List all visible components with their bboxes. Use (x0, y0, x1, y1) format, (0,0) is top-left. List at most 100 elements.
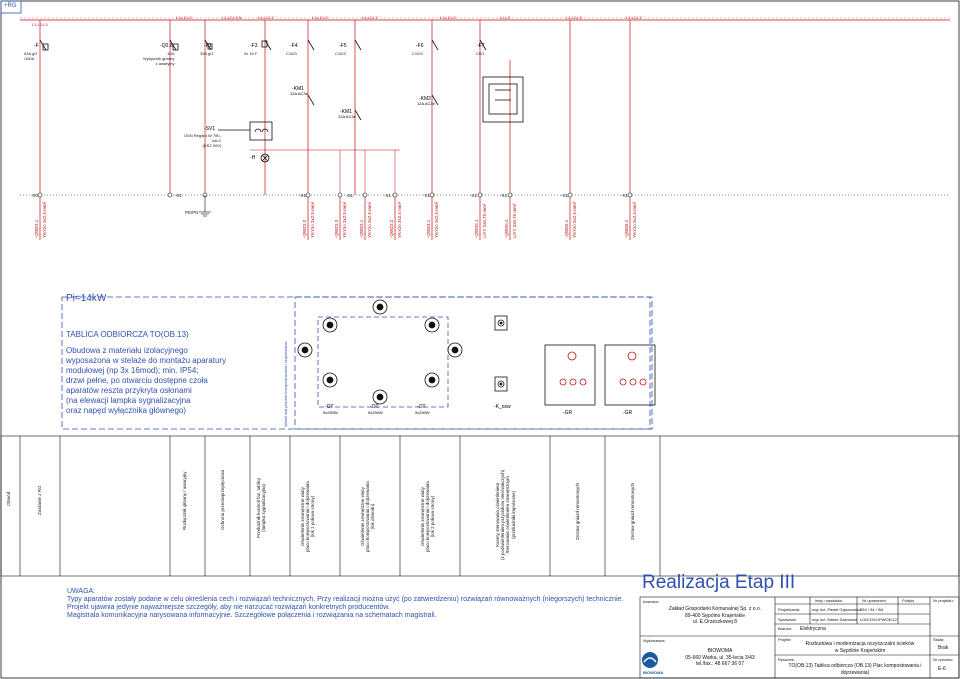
device-tag: -GR (563, 410, 573, 416)
component-spec: C10/3 (335, 51, 346, 56)
wire-label: L1,L2,L3 (362, 15, 378, 20)
cable-tag: -QWZ6.1 (564, 219, 569, 238)
circuit-desc: Zestaw gniazd remontowych (575, 482, 580, 540)
cable-spec: YKYżo 3x2,5 mm² (342, 201, 347, 238)
contactor-tag: -KM1 (292, 86, 304, 92)
contactor-tag: -KM2 (419, 96, 431, 102)
cable-spec: YKYżo 3x2,5 mm² (397, 201, 402, 238)
device-spec: 9x250W (415, 410, 430, 415)
component-tag: -F1 (204, 43, 212, 49)
component-spec: 3x 16 F (244, 51, 258, 56)
checker-license: LOD/1911/PWOE/12 (860, 617, 897, 622)
wire-label: L1,L2,L3 (312, 15, 328, 20)
component-spec: 63A gG /160A (24, 51, 38, 61)
contactor-spec: 12A AC3e (338, 114, 356, 119)
component-spec: 35A gG (200, 51, 214, 56)
wire-label: L1,L2,L3,N (222, 15, 242, 20)
cable-tag: -QWZ3.1 (359, 219, 364, 238)
project-label: Projekt: (778, 637, 792, 642)
scale-label: Skala: (933, 637, 945, 642)
branch-label: Branża: (778, 626, 792, 631)
terminal-pe: PE/PN (185, 210, 199, 215)
component-tag: -F5 (339, 43, 347, 49)
note-line: Typy aparatów zostały podane w celu okre… (67, 596, 624, 603)
circuit-desc: Ochrona przeciwprzepięciowa (220, 469, 225, 530)
col-header-license: Nr uprawnień (862, 598, 886, 603)
terminal-tag: -X0 (31, 193, 39, 198)
stage-title: Realizacja Etap III (642, 572, 796, 593)
device-spec: 9x250W (323, 410, 338, 415)
sheet-no-label: Nr rysunku: (933, 657, 954, 662)
contactor-spec: 12A AC3e (290, 91, 308, 96)
sheet-marker-box (0, 0, 22, 14)
logo-text: BIOWOMA (643, 670, 664, 675)
investor-label: Inwestor: (643, 599, 660, 604)
role-designer: Projektował: (778, 607, 800, 612)
scale: Brak (938, 645, 949, 651)
cable-tag: -QWZ6.2 (624, 219, 629, 238)
contractor-logo (642, 652, 658, 668)
col-header-project-no: Nr projektu: (933, 598, 954, 603)
wire-label: L1,L2,L3 (626, 15, 642, 20)
device-tag: -GR (623, 410, 633, 416)
circuit-desc: Oświetlenie zewnętrzne wiaty placu kompo… (420, 481, 436, 552)
component-tag: -F4 (290, 43, 298, 49)
sheet-no: E-6 (938, 666, 946, 672)
sv-tag: -SV1 (204, 126, 216, 132)
title-block-grid (639, 596, 960, 679)
circuit-desc: Oświetlenie zewnętrzne wiaty placu kompo… (360, 481, 376, 552)
component-spec: C10/3 (286, 51, 297, 56)
wire-label: L1,L2,L3 (258, 15, 274, 20)
checker-name: mgr inż. Marek Szamocki (812, 617, 857, 622)
investor: Zakład Gospodarki Komunalnej Sp. z o.o. … (668, 606, 762, 625)
contractor: BIOWOMA 05-660 Warka, ul. 35-lecia 3/43 … (685, 648, 755, 667)
circuit-desc: Rozłącznik główny / awaryjny (182, 471, 187, 530)
role-checker: Sprawdził: (778, 617, 797, 622)
contractor-label: Wykonawca: (643, 638, 666, 643)
phase-lines (250, 149, 400, 195)
note-line: Projekt ujawnia jedynie najważniejsze sz… (67, 604, 390, 611)
branch: Elektryczna (800, 626, 826, 632)
circuit-desc: Obwód (6, 491, 11, 506)
terminal-tag: -X1 (500, 193, 508, 198)
circuit-desc: Kasety sterowania oświetleniem (z podświ… (495, 469, 516, 560)
contactor-spec: 12A AC3e (417, 101, 435, 106)
component-tag: -Q0.8 (160, 43, 173, 49)
circuit-desc: Zestaw gniazd remontowych (630, 482, 635, 540)
protection-devices (39, 39, 524, 163)
component-tag: -F3 (250, 43, 258, 49)
lamp-symbols (297, 299, 656, 408)
board-title: TABLICA ODBIORCZA TO(OB.13) (66, 330, 189, 339)
device-tag: -OT (370, 404, 379, 410)
project: Rozbudowa i modernizacja oczyszczalni śc… (805, 641, 915, 654)
terminal-tag: -X1 (621, 193, 629, 198)
component-spec: C10/3 (412, 51, 423, 56)
terminal-tag: -X1 (470, 193, 478, 198)
note-header: UWAGA: (67, 588, 96, 595)
cable-spec: YKYżo 3x2,5 mm² (367, 201, 372, 238)
cable-spec: LiYY 2x0,75 mm² (482, 203, 487, 238)
cable-spec: YKYżo 3x2,5 mm² (434, 201, 439, 238)
ground-symbol (199, 195, 211, 217)
cable-tag: -QWS5.2 (504, 219, 509, 238)
sv-spec: OSN Regard W 780- kat.2 (DSZ 900) (184, 133, 221, 148)
drawing-label: Rysunek: (778, 657, 795, 662)
device-tag: -K_osw (494, 404, 511, 410)
cable-spec: YKYżo 3x2,5 mm² (310, 201, 315, 238)
lamp-tag: -H (250, 155, 256, 161)
terminal-tag: -X1 (561, 193, 569, 198)
terminal-tag: -X1 (299, 193, 307, 198)
cable-spec: YKYżo 3x2,5 mm² (632, 201, 637, 238)
terminal-tag: -X1 (384, 193, 392, 198)
device-spec: 9x250W (368, 410, 383, 415)
component-tag: -F6 (416, 43, 424, 49)
description-table (0, 435, 960, 577)
wire-label: L1,L2,L3 (176, 15, 192, 20)
circuit-desc: Przekaźnik kontroli faz, tablicy (lampka… (256, 477, 267, 538)
wire-label: L1,L3 (500, 15, 511, 20)
board-side-label: Widok wał placem kompostowania i dojrzew… (283, 341, 288, 427)
sheet-marker: +RG (4, 3, 17, 9)
drawing: TO(OB.13) Tablica odbiorcza (OB.13) Plac… (788, 663, 922, 676)
